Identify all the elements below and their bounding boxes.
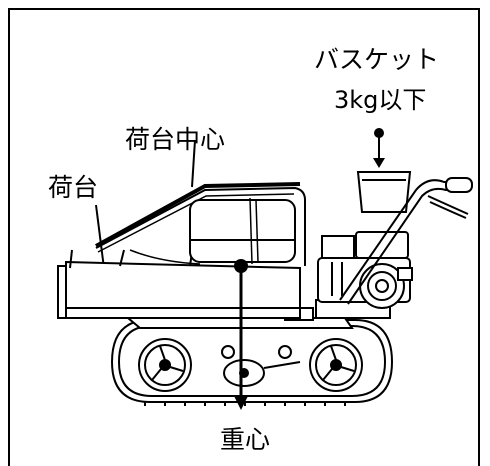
front-wheel bbox=[309, 338, 363, 392]
basket bbox=[356, 171, 412, 213]
diagram-border bbox=[8, 8, 480, 466]
center-of-gravity-label: 重心 bbox=[220, 425, 270, 454]
platform-canopy bbox=[95, 186, 306, 266]
platform-center-label: 荷台中心 bbox=[125, 125, 225, 154]
basket-load-arrow bbox=[373, 128, 385, 168]
rear-wheel bbox=[138, 338, 192, 392]
basket-label-line1: バスケット bbox=[314, 45, 439, 74]
basket-label-line2: 3kg以下 bbox=[334, 86, 426, 114]
platform-center-leader bbox=[191, 139, 196, 188]
canopy-top-edge bbox=[95, 182, 301, 248]
loading-platform-label: 荷台 bbox=[48, 173, 98, 202]
engine bbox=[317, 231, 413, 309]
middle-rollers bbox=[221, 345, 301, 387]
handlebar bbox=[339, 177, 473, 305]
center-of-gravity-arrow bbox=[234, 259, 248, 410]
